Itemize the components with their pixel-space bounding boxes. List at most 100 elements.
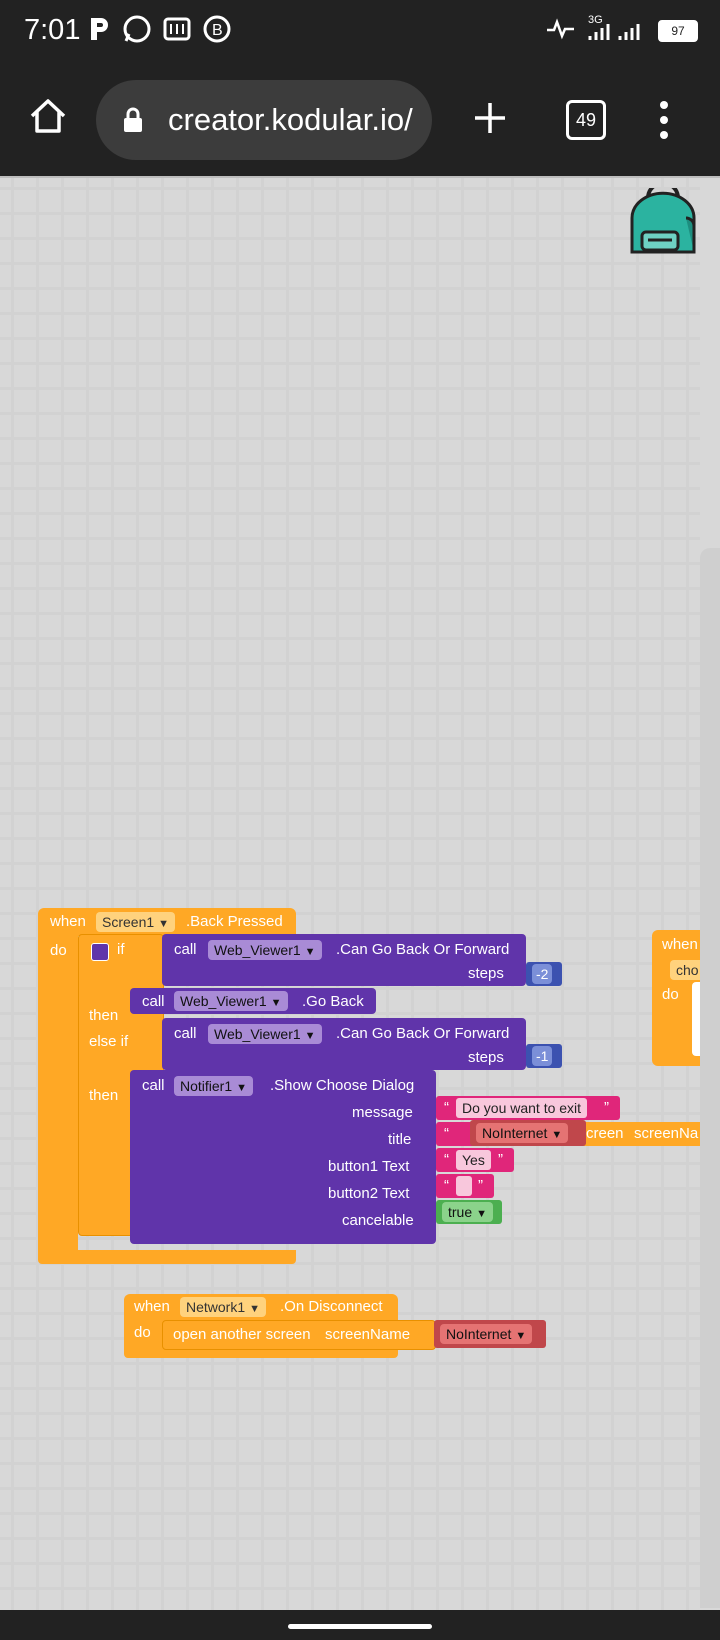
then-label-2: then [89, 1087, 119, 1104]
boolean-value: true [448, 1204, 473, 1220]
battery-icon: 97 [658, 20, 698, 42]
button2-text-block[interactable]: “ ” [436, 1174, 494, 1198]
workspace-grid [0, 176, 700, 1610]
open-another-screen-block[interactable]: open another screen screenName [162, 1320, 436, 1350]
when-network1-on-disconnect-block[interactable]: when Network1▼ .On Disconnect [124, 1294, 398, 1320]
steps-label: steps [468, 965, 504, 982]
network-type: 3G [588, 14, 603, 26]
lock-icon [124, 107, 142, 132]
then-label-1: then [89, 1007, 119, 1024]
gesture-handle[interactable] [288, 1624, 432, 1629]
true-block[interactable]: true▼ [436, 1200, 502, 1224]
new-tab-icon[interactable] [472, 100, 508, 136]
else-if-label: else if [89, 1033, 129, 1050]
show-choose-dialog-block[interactable]: call Notifier1▼ .Show Choose Dialog mess… [130, 1070, 436, 1244]
screen-name: NoInternet [482, 1125, 548, 1141]
activity-icon [547, 18, 574, 40]
true-dropdown[interactable]: true▼ [442, 1202, 494, 1222]
when-label: when [50, 913, 86, 930]
cancelable-label: cancelable [342, 1212, 414, 1229]
partial-event-block[interactable]: when cho do [652, 930, 705, 1066]
number-block-1[interactable]: -2 [526, 962, 562, 986]
tab-switcher-button[interactable]: 49 [566, 100, 606, 140]
close-quote: ” [478, 1177, 483, 1194]
can-go-back-or-forward-block-2[interactable]: call Web_Viewer1▼ .Can Go Back Or Forwar… [162, 1018, 526, 1070]
call-label: call [142, 1077, 165, 1094]
home-icon[interactable] [28, 96, 68, 136]
call-label: call [174, 1025, 197, 1042]
message-value[interactable]: Do you want to exit [456, 1098, 588, 1118]
floating-open-screen-block[interactable]: creen screenNa [578, 1122, 700, 1146]
event-bottom [38, 1250, 296, 1264]
notifier-dropdown[interactable]: Notifier1▼ [174, 1076, 254, 1096]
go-back-block[interactable]: call Web_Viewer1▼ .Go Back [130, 988, 376, 1014]
partial-slot [692, 982, 700, 1056]
button1-value[interactable]: Yes [456, 1150, 491, 1170]
mutator-gear-icon[interactable] [91, 943, 109, 961]
network1-dropdown[interactable]: Network1▼ [180, 1297, 267, 1317]
method-name: .Can Go Back Or Forward [336, 941, 510, 958]
notifier-name: Notifier1 [180, 1078, 233, 1094]
component-name: Network1 [186, 1299, 246, 1315]
workspace-scrollbar[interactable] [700, 548, 720, 1608]
event-name: .Back Pressed [186, 913, 283, 930]
navigation-bar [0, 1610, 720, 1640]
open-quote: “ [444, 1125, 449, 1142]
browser-toolbar: creator.kodular.io/ 49 [0, 64, 720, 176]
floating-trail-text: creen [586, 1125, 624, 1142]
web-viewer-name: Web_Viewer1 [214, 942, 301, 958]
workspace-top-edge [0, 176, 720, 178]
title-text-block[interactable]: “ [436, 1122, 476, 1146]
web-viewer-dropdown-1[interactable]: Web_Viewer1▼ [208, 940, 322, 960]
screen-name: NoInternet [446, 1326, 512, 1342]
message-text-block[interactable]: “ Do you want to exit ” [436, 1096, 620, 1120]
call-label: call [174, 941, 197, 958]
web-viewer-dropdown-3[interactable]: Web_Viewer1▼ [208, 1024, 322, 1044]
floating-trail-text-2: screenNa [634, 1125, 699, 1142]
when-label: when [134, 1298, 170, 1315]
screen1-dropdown[interactable]: Screen1▼ [96, 912, 176, 932]
whatsapp-icon [123, 15, 151, 43]
parking-icon [91, 18, 108, 40]
message-label: message [352, 1104, 413, 1121]
method-name: .Can Go Back Or Forward [336, 1025, 510, 1042]
address-bar[interactable]: creator.kodular.io/ [96, 80, 432, 160]
partial-name: cho [676, 962, 699, 978]
call-label: call [142, 993, 165, 1010]
backpack-icon[interactable] [626, 188, 700, 258]
partial-dropdown[interactable]: cho [670, 960, 705, 980]
open-quote: “ [444, 1151, 449, 1168]
clock: 7:01 [24, 14, 81, 46]
steps-label: steps [468, 1049, 504, 1066]
blocks-workspace[interactable]: when Screen1▼ .Back Pressed do if then e… [0, 176, 720, 1610]
number-block-2[interactable]: -1 [526, 1044, 562, 1068]
svg-text:B: B [212, 22, 223, 39]
if-label: if [117, 941, 125, 958]
web-viewer-name: Web_Viewer1 [214, 1026, 301, 1042]
signal-icon [588, 24, 640, 40]
screen-name-block[interactable]: NoInternet▼ [434, 1320, 546, 1348]
open-quote: “ [444, 1099, 449, 1116]
number-value[interactable]: -1 [532, 1046, 553, 1066]
event-name: .On Disconnect [280, 1298, 383, 1315]
do-label: do [50, 942, 67, 959]
action-label: open another screen [173, 1326, 311, 1343]
close-quote: ” [604, 1099, 609, 1116]
more-menu-icon[interactable] [652, 100, 676, 140]
method-name: .Go Back [302, 993, 364, 1010]
screen-dropdown[interactable]: NoInternet▼ [440, 1324, 533, 1344]
screen-dropdown[interactable]: NoInternet▼ [476, 1123, 569, 1143]
do-label: do [134, 1324, 151, 1341]
open-quote: “ [444, 1177, 449, 1194]
number-value[interactable]: -2 [532, 964, 553, 984]
floating-screen-name-block[interactable]: NoInternet▼ [470, 1120, 586, 1146]
battery-level: 97 [660, 22, 696, 40]
b-circle-icon: B [203, 15, 231, 43]
can-go-back-or-forward-block-1[interactable]: call Web_Viewer1▼ .Can Go Back Or Forwar… [162, 934, 526, 986]
do-column: do [38, 936, 78, 1258]
web-viewer-dropdown-2[interactable]: Web_Viewer1▼ [174, 991, 288, 1011]
close-quote: ” [498, 1151, 503, 1168]
button1-text-block[interactable]: “ Yes ” [436, 1148, 514, 1172]
when-screen1-back-pressed-block[interactable]: when Screen1▼ .Back Pressed [38, 908, 296, 936]
button2-value[interactable] [456, 1176, 472, 1196]
